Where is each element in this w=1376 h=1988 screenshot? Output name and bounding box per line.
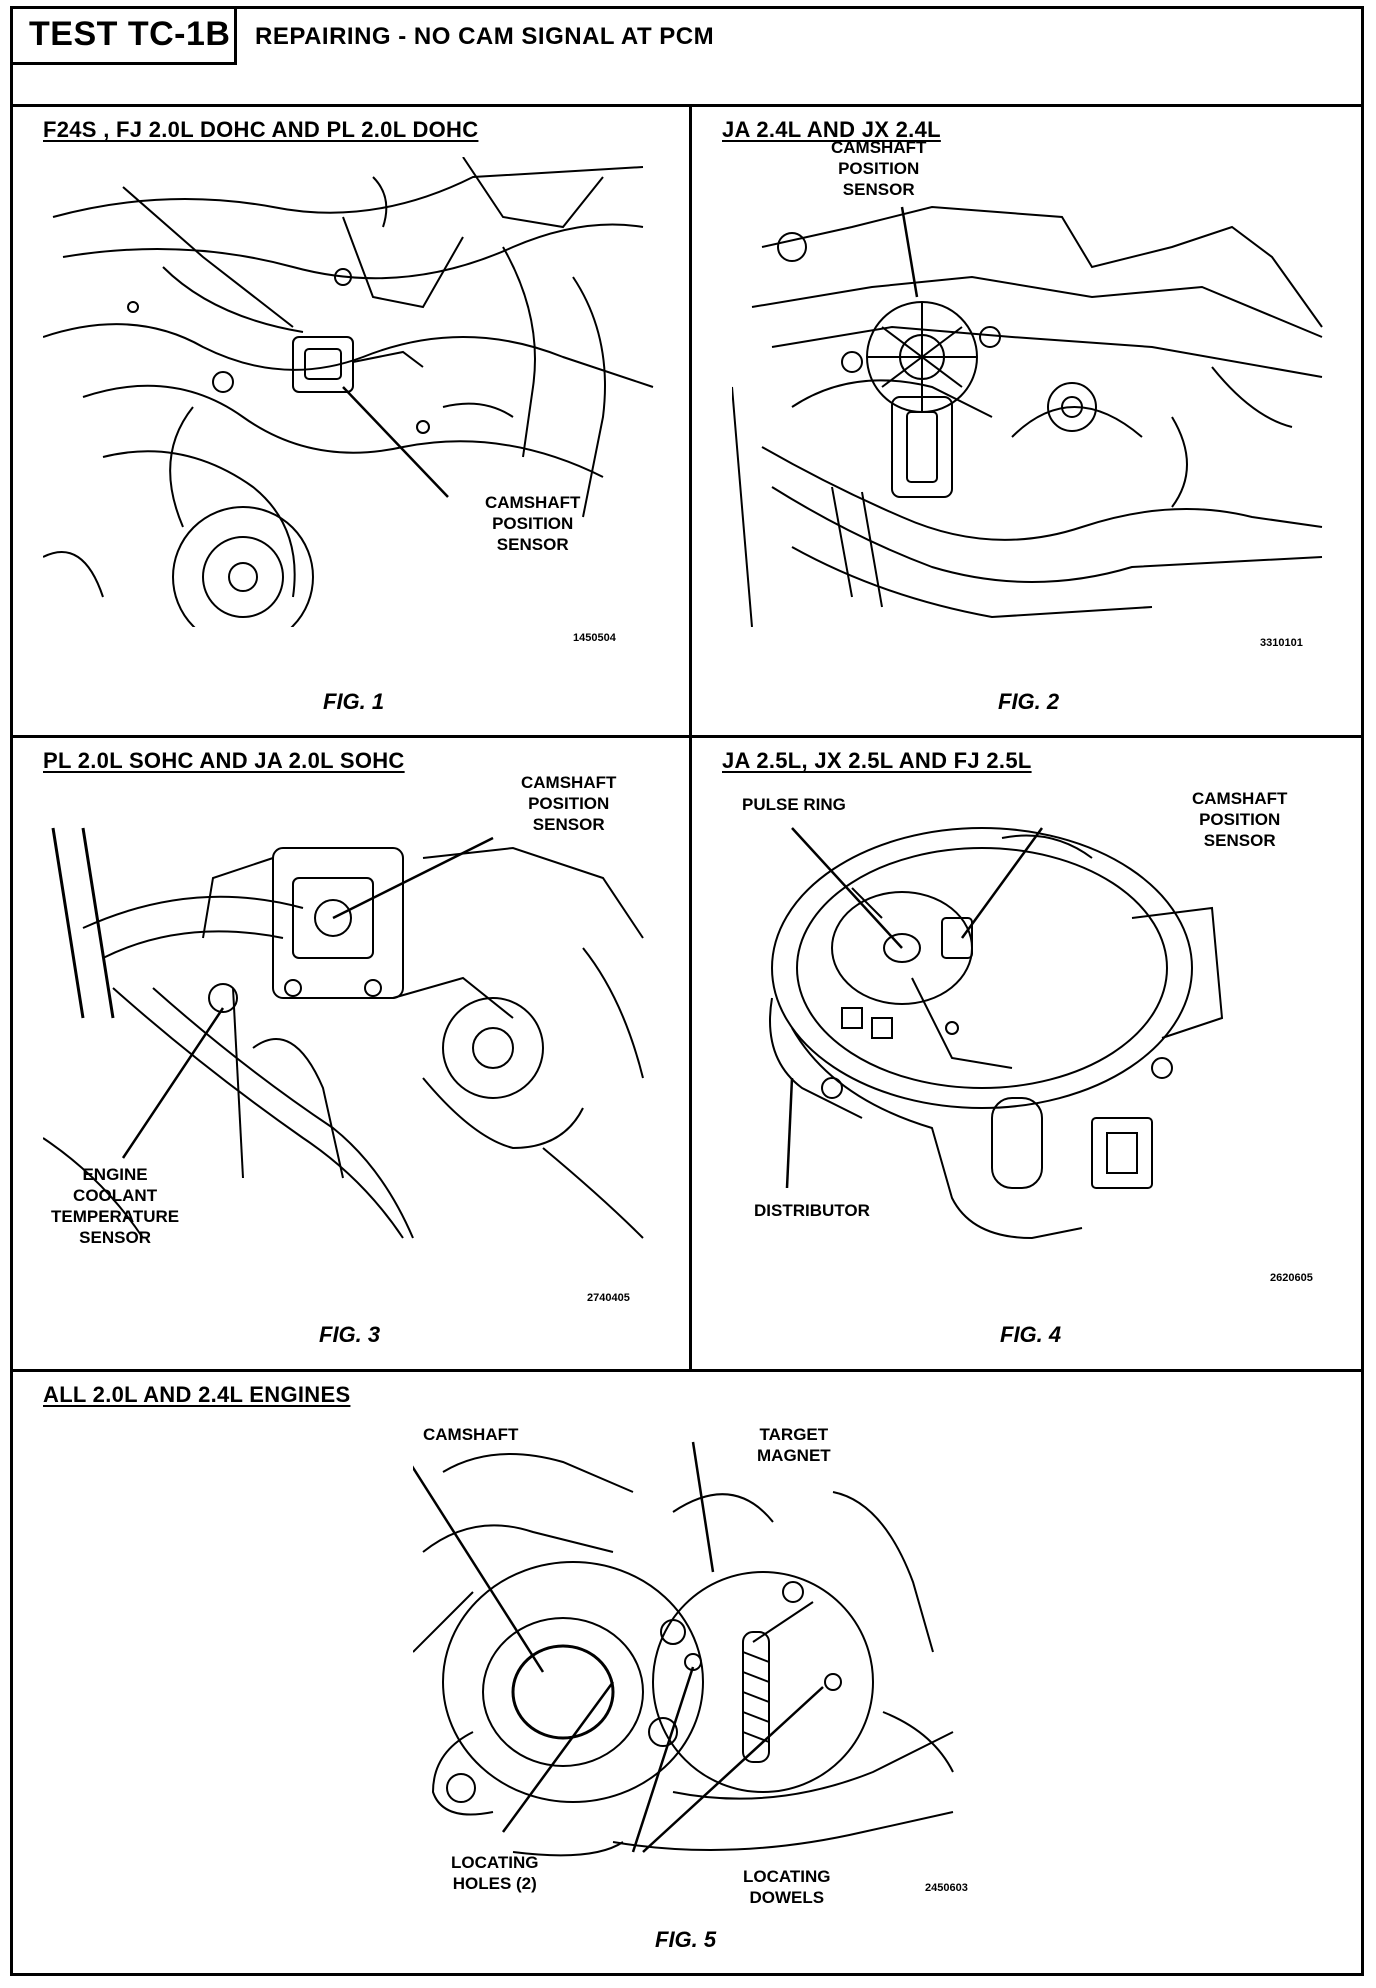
figure-4-callout-pulse-ring: PULSE RING (742, 795, 846, 814)
grid-divider-row2 (13, 1369, 1361, 1372)
figure-4-callout-sensor: CAMSHAFT POSITION SENSOR (1192, 789, 1288, 850)
figure-5-callout-camshaft: CAMSHAFT (423, 1425, 519, 1444)
figure-2-label: FIG. 2 (998, 689, 1060, 714)
figure-1-title: F24S , FJ 2.0L DOHC AND PL 2.0L DOHC (43, 117, 479, 142)
figure-panel-2: JA 2.4L AND JX 2.4L (692, 107, 1364, 735)
figure-1-engine-illustration (43, 157, 654, 627)
figure-2-callout-sensor: CAMSHAFT POSITION SENSOR (831, 138, 927, 199)
figure-5-callout-target-magnet: TARGET MAGNET (757, 1425, 831, 1465)
figure-3-label: FIG. 3 (319, 1322, 381, 1347)
figure-4-callout-distributor: DISTRIBUTOR (754, 1201, 870, 1220)
figure-1-part-code: 1450504 (573, 632, 616, 644)
figure-5-part-code: 2450603 (925, 1882, 968, 1894)
figure-3-title: PL 2.0L SOHC AND JA 2.0L SOHC (43, 748, 405, 773)
figure-4-distributor-illustration (769, 827, 1224, 1240)
grid-divider-row1 (13, 735, 1361, 738)
figure-5-camshaft-illustration (413, 1441, 954, 1857)
figure-3-callout-sensor: CAMSHAFT POSITION SENSOR (521, 773, 617, 834)
figure-4-part-code: 2620605 (1270, 1272, 1313, 1284)
grid-divider-vertical (689, 107, 692, 1372)
page-header: TEST TC-1B REPAIRING - NO CAM SIGNAL AT … (13, 9, 1361, 107)
figure-2-title: JA 2.4L AND JX 2.4L (722, 117, 941, 142)
test-id-box: TEST TC-1B (13, 9, 237, 65)
figure-5-title: ALL 2.0L AND 2.4L ENGINES (43, 1382, 351, 1407)
figure-1-callout-sensor: CAMSHAFT POSITION SENSOR (485, 493, 581, 554)
figure-2-part-code: 3310101 (1260, 637, 1303, 649)
figure-panel-1: F24S , FJ 2.0L DOHC AND PL 2.0L DOHC (13, 107, 689, 735)
page-title: REPAIRING - NO CAM SIGNAL AT PCM (255, 23, 715, 50)
figure-4-title: JA 2.5L, JX 2.5L AND FJ 2.5L (722, 748, 1032, 773)
figure-1-label: FIG. 1 (323, 689, 385, 714)
figure-5-callout-locating-dowels: LOCATING DOWELS (743, 1867, 831, 1907)
figure-5-callout-locating-holes: LOCATING HOLES (2) (451, 1853, 539, 1893)
figure-2-engine-illustration (732, 205, 1323, 627)
figure-3-engine-illustration (43, 827, 644, 1239)
figure-5-label: FIG. 5 (655, 1927, 717, 1952)
figure-3-part-code: 2740405 (587, 1292, 630, 1304)
figure-panel-3: PL 2.0L SOHC AND JA 2.0L SOHC (13, 738, 689, 1369)
figure-3-callout-ect-sensor: ENGINE COOLANT TEMPERATURE SENSOR (51, 1165, 180, 1247)
figure-panel-5: ALL 2.0L AND 2.4L ENGINES (13, 1372, 1361, 1973)
figure-panel-4: JA 2.5L, JX 2.5L AND FJ 2.5L (692, 738, 1364, 1369)
figure-4-label: FIG. 4 (1000, 1322, 1062, 1347)
service-manual-page: TEST TC-1B REPAIRING - NO CAM SIGNAL AT … (10, 6, 1364, 1976)
